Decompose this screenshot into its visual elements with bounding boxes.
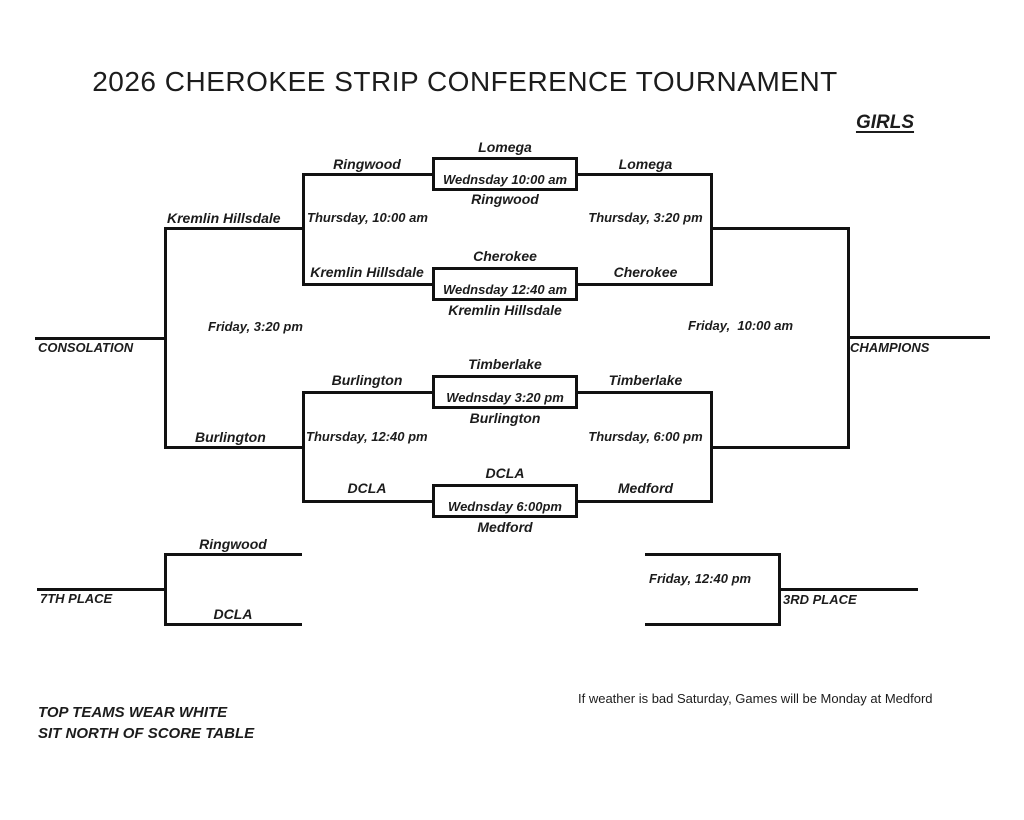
bracket-line-game1-right-feeder	[578, 173, 713, 176]
game4-bottom-team-label: Medford	[477, 519, 533, 535]
game1-top-team-label: Lomega	[478, 139, 532, 155]
game4-time: Wednsday 6:00pm	[448, 499, 562, 514]
game2-top-team-label: Cherokee	[473, 248, 537, 264]
game2-box: Wednsday 12:40 am	[432, 267, 578, 301]
game1-loser-label: Ringwood	[333, 156, 401, 172]
bracket-line-game4-left-feeder	[302, 500, 432, 503]
bracket-line-consolation-champion	[35, 337, 167, 340]
bracket-line-championship-semi-top-winner	[710, 227, 850, 230]
game3-top-team-label: Timberlake	[468, 356, 542, 372]
consolation-semi-top-time: Thursday, 10:00 am	[307, 210, 428, 225]
game2-winner-label: Cherokee	[613, 264, 678, 280]
consolation-final-time: Friday, 3:20 pm	[208, 319, 303, 334]
third-place-label: 3RD PLACE	[783, 592, 857, 607]
bracket-line-champion	[847, 336, 990, 339]
note-sit-north: SIT NORTH OF SCORE TABLE	[38, 725, 255, 742]
championship-semi-top-time: Thursday, 3:20 pm	[588, 210, 703, 225]
bracket-line-consolation-semi-top-winner	[164, 227, 305, 230]
seventh-place-bottom-team-label: DCLA	[213, 606, 253, 622]
bracket-line-game2-right-feeder	[578, 283, 713, 286]
game1-winner-label: Lomega	[618, 156, 673, 172]
bracket-line-championship-semi-bottom-winner	[710, 446, 850, 449]
champions-label: CHAMPIONS	[850, 340, 930, 355]
bracket-line-third-winner	[778, 588, 918, 591]
bracket-line-game3-left-feeder	[302, 391, 432, 394]
bracket-line-third-top	[645, 553, 781, 556]
game1-time: Wednsday 10:00 am	[442, 172, 568, 187]
championship-semi-bottom-time: Thursday, 6:00 pm	[588, 429, 703, 444]
bracket-line-seventh-top	[164, 553, 302, 556]
bracket-line-game1-left-feeder	[302, 173, 432, 176]
bracket-line-game3-right-feeder	[578, 391, 713, 394]
consolation-semi-bottom-winner-label: Burlington	[195, 429, 266, 445]
game4-winner-label: Medford	[617, 480, 674, 496]
bracket-line-third-bottom	[645, 623, 781, 626]
game3-loser-label: Burlington	[331, 372, 403, 388]
tournament-title: 2026 CHEROKEE STRIP CONFERENCE TOURNAMEN…	[92, 66, 838, 97]
game3-bottom-team-label: Burlington	[469, 410, 541, 426]
game2-loser-label: Kremlin Hillsdale	[310, 264, 424, 280]
bracket-line-seventh-winner	[37, 588, 167, 591]
consolation-semi-top-winner-label: Kremlin Hillsdale	[167, 210, 281, 226]
championship-final-time: Friday, 10:00 am	[688, 318, 794, 333]
note-top-teams-wear-white: TOP TEAMS WEAR WHITE	[38, 704, 228, 721]
game3-box: Wednsday 3:20 pm	[432, 375, 578, 409]
game2-bottom-team-label: Kremlin Hillsdale	[448, 302, 562, 318]
division-label-girls: GIRLS	[855, 112, 915, 133]
game2-time: Wednsday 12:40 am	[442, 282, 568, 297]
game4-loser-label: DCLA	[347, 480, 387, 496]
game3-winner-label: Timberlake	[608, 372, 683, 388]
bracket-line-seventh-bottom	[164, 623, 302, 626]
third-place-time: Friday, 12:40 pm	[649, 571, 752, 586]
game4-box: Wednsday 6:00pm	[432, 484, 578, 518]
bracket-line-game4-right-feeder	[578, 500, 713, 503]
consolation-label: CONSOLATION	[38, 340, 134, 355]
game1-box: Wednsday 10:00 am	[432, 157, 578, 191]
seventh-place-top-team-label: Ringwood	[199, 536, 267, 552]
game1-bottom-team-label: Ringwood	[471, 191, 539, 207]
seventh-place-label: 7TH PLACE	[40, 591, 113, 606]
bracket-line-consolation-semi-bottom-winner	[164, 446, 305, 449]
weather-note: If weather is bad Saturday, Games will b…	[578, 691, 933, 706]
game3-time: Wednsday 3:20 pm	[446, 390, 564, 405]
consolation-semi-bottom-time: Thursday, 12:40 pm	[306, 429, 428, 444]
bracket-line-game2-left-feeder	[302, 283, 432, 286]
game4-top-team-label: DCLA	[485, 465, 525, 481]
